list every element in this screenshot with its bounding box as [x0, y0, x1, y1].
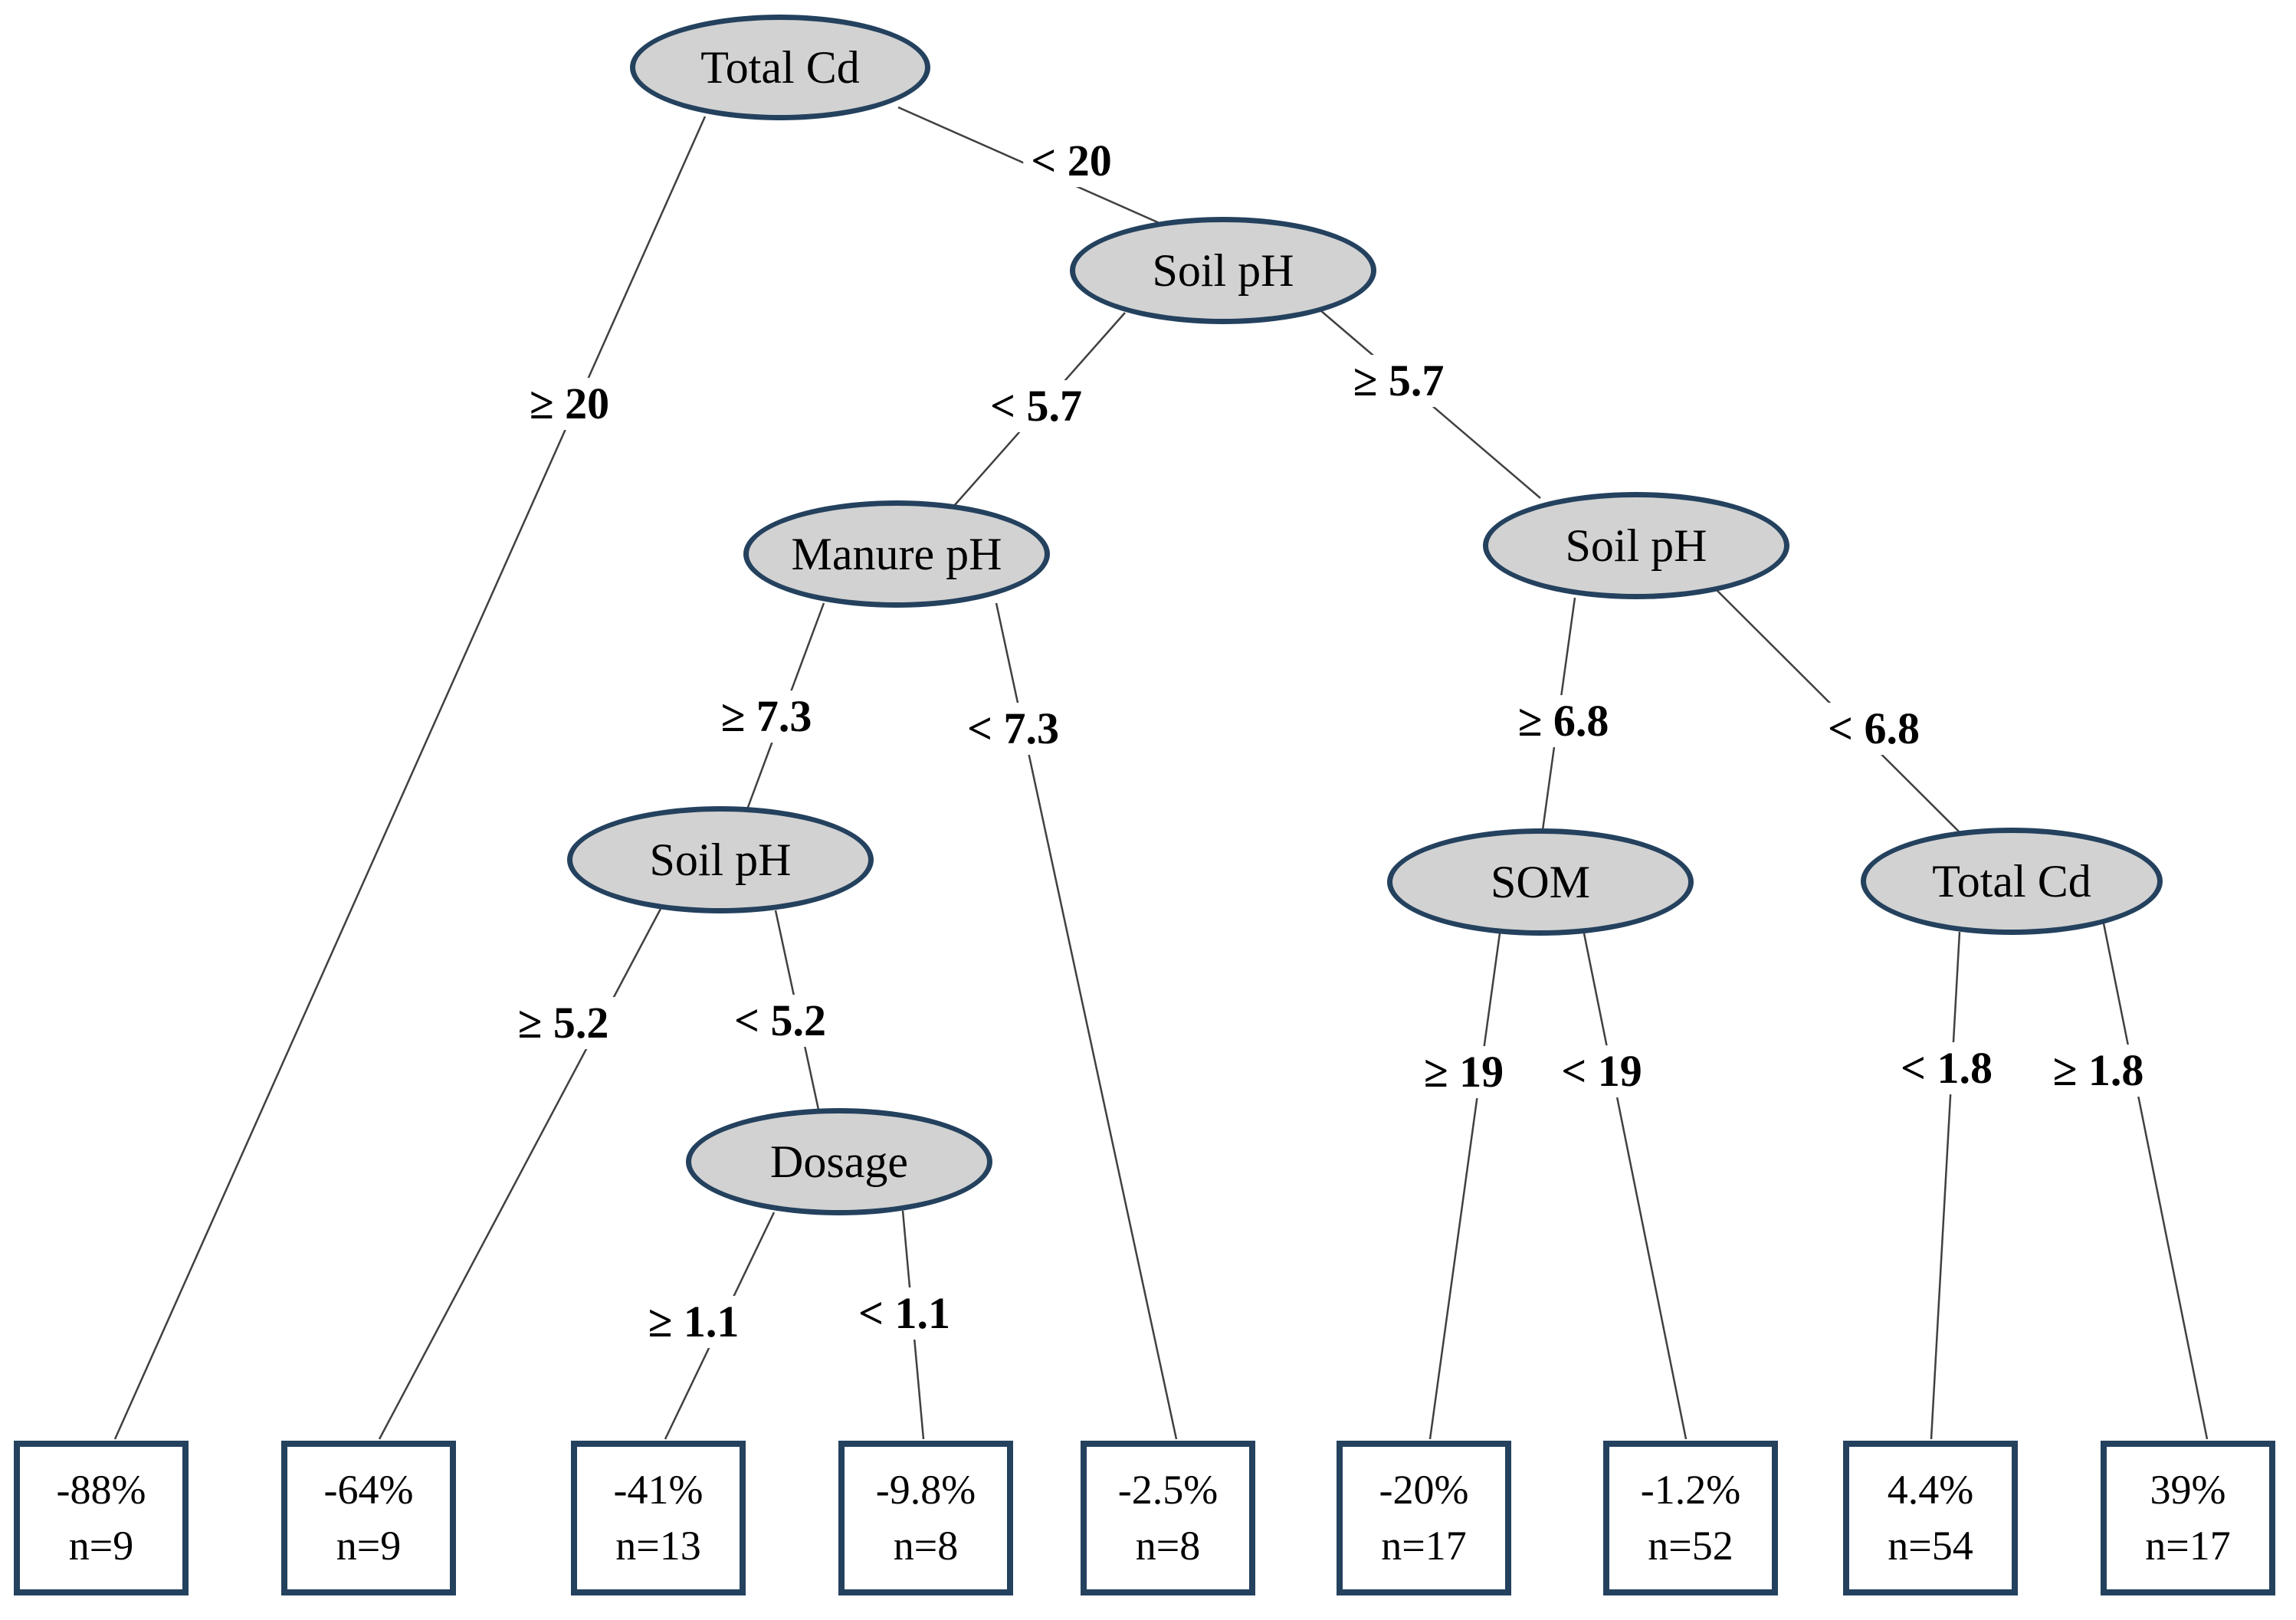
- edge-label-ge-5.7: ≥ 5.7: [1345, 355, 1452, 407]
- edge-label-lt-5.2: < 5.2: [726, 995, 835, 1047]
- leaf-value: -20%: [1379, 1467, 1469, 1513]
- node-som: SOM: [1387, 828, 1694, 936]
- edge-label-lt-20: < 20: [1023, 135, 1120, 187]
- leaf-box: 39% n=17: [2101, 1441, 2275, 1595]
- edge-label-lt-6.8: < 6.8: [1819, 703, 1928, 755]
- edge-label-lt-7.3: < 7.3: [959, 703, 1068, 755]
- node-soil-ph-level2: Soil pH: [1070, 217, 1376, 324]
- leaf-box: -20% n=17: [1337, 1441, 1511, 1595]
- node-label: Total Cd: [700, 41, 860, 93]
- leaf-box: -64% n=9: [281, 1441, 456, 1595]
- leaf-box: -9.8% n=8: [838, 1441, 1013, 1595]
- node-label: Total Cd: [1932, 855, 2091, 907]
- leaf-n: n=8: [893, 1523, 959, 1569]
- edge-label-lt-19: < 19: [1553, 1045, 1650, 1097]
- edge-label-ge-5.2: ≥ 5.2: [510, 997, 617, 1049]
- node-total-cd-root: Total Cd: [630, 15, 930, 120]
- node-manure-ph: Manure pH: [743, 500, 1050, 608]
- edge-label-lt-1.8: < 1.8: [1892, 1042, 2001, 1094]
- leaf-n: n=54: [1888, 1523, 1973, 1569]
- leaf-n: n=9: [336, 1523, 402, 1569]
- node-label: SOM: [1490, 856, 1591, 907]
- leaf-n: n=17: [1381, 1523, 1467, 1569]
- edge-label-ge-1.8: ≥ 1.8: [2045, 1044, 2152, 1097]
- leaf-box: -88% n=9: [14, 1441, 189, 1595]
- leaf-n: n=17: [2145, 1523, 2231, 1569]
- node-total-cd-right: Total Cd: [1861, 828, 2163, 935]
- node-label: Soil pH: [649, 834, 792, 885]
- node-label: Dosage: [770, 1136, 908, 1187]
- leaf-box: -2.5% n=8: [1081, 1441, 1255, 1595]
- leaf-value: 39%: [2150, 1467, 2226, 1513]
- leaf-value: -41%: [613, 1467, 704, 1513]
- edge-label-lt-1.1: < 1.1: [850, 1287, 959, 1340]
- leaf-value: -1.2%: [1640, 1467, 1741, 1513]
- leaf-box: 4.4% n=54: [1843, 1441, 2018, 1595]
- edge-label-ge-1.1: ≥ 1.1: [640, 1296, 747, 1348]
- edge-label-ge-20: ≥ 20: [521, 378, 618, 430]
- node-soil-ph-left: Soil pH: [567, 806, 874, 913]
- leaf-value: -64%: [323, 1467, 414, 1513]
- edge-label-ge-19: ≥ 19: [1415, 1046, 1512, 1098]
- leaf-value: -9.8%: [875, 1467, 976, 1513]
- edge-label-ge-7.3: ≥ 7.3: [713, 690, 820, 743]
- leaf-box: -41% n=13: [571, 1441, 746, 1595]
- leaf-n: n=8: [1135, 1523, 1201, 1569]
- node-dosage: Dosage: [686, 1108, 992, 1215]
- node-label: Soil pH: [1565, 520, 1707, 571]
- node-label: Manure pH: [791, 528, 1002, 579]
- leaf-n: n=52: [1648, 1523, 1733, 1569]
- leaf-box: -1.2% n=52: [1603, 1441, 1778, 1595]
- leaf-n: n=9: [68, 1523, 134, 1569]
- edge-label-ge-6.8: ≥ 6.8: [1510, 695, 1617, 747]
- leaf-value: -2.5%: [1117, 1467, 1219, 1513]
- edge-label-lt-5.7: < 5.7: [982, 380, 1091, 432]
- node-soil-ph-right: Soil pH: [1483, 492, 1789, 599]
- leaf-n: n=13: [615, 1523, 701, 1569]
- leaf-value: 4.4%: [1887, 1467, 1974, 1513]
- node-label: Soil pH: [1152, 244, 1294, 296]
- leaf-value: -88%: [56, 1467, 146, 1513]
